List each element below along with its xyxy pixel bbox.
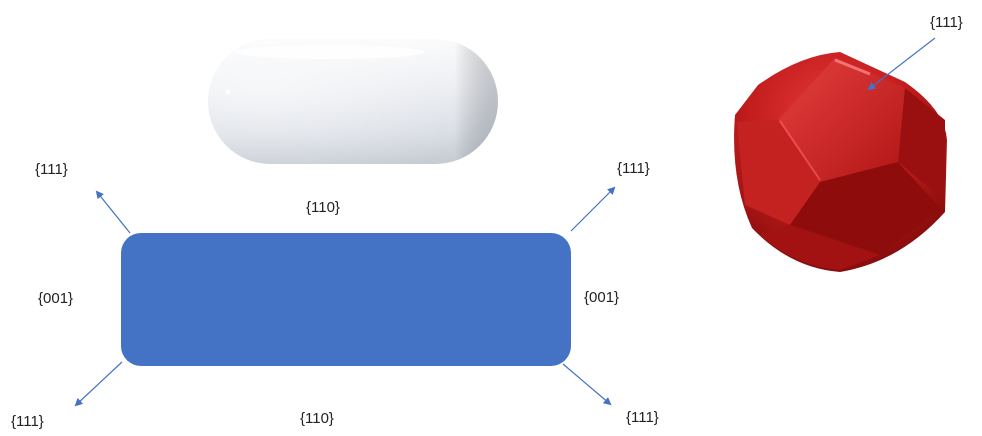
arrow-bottom-left: [74, 361, 123, 407]
label-top-left-111: {111}: [35, 161, 68, 178]
label-right-001: {001}: [584, 289, 620, 306]
label-bottom-110: {110}: [300, 410, 334, 427]
arrow-top-right: [570, 186, 616, 232]
label-left-001: {001}: [38, 290, 74, 307]
label-top-right-111: {111}: [617, 160, 650, 177]
arrow-bottom-right: [562, 363, 612, 406]
label-top-110: {110}: [306, 199, 340, 216]
label-dodecahedron-111: {111}: [930, 14, 963, 31]
dodecahedron: [734, 52, 947, 272]
arrow-top-left: [95, 190, 131, 234]
label-bottom-left-111: {111}: [11, 413, 44, 430]
label-bottom-right-111: {111}: [626, 409, 659, 426]
arrow-dodecahedron: [867, 37, 936, 91]
rectangle-cross-section: [121, 233, 571, 366]
